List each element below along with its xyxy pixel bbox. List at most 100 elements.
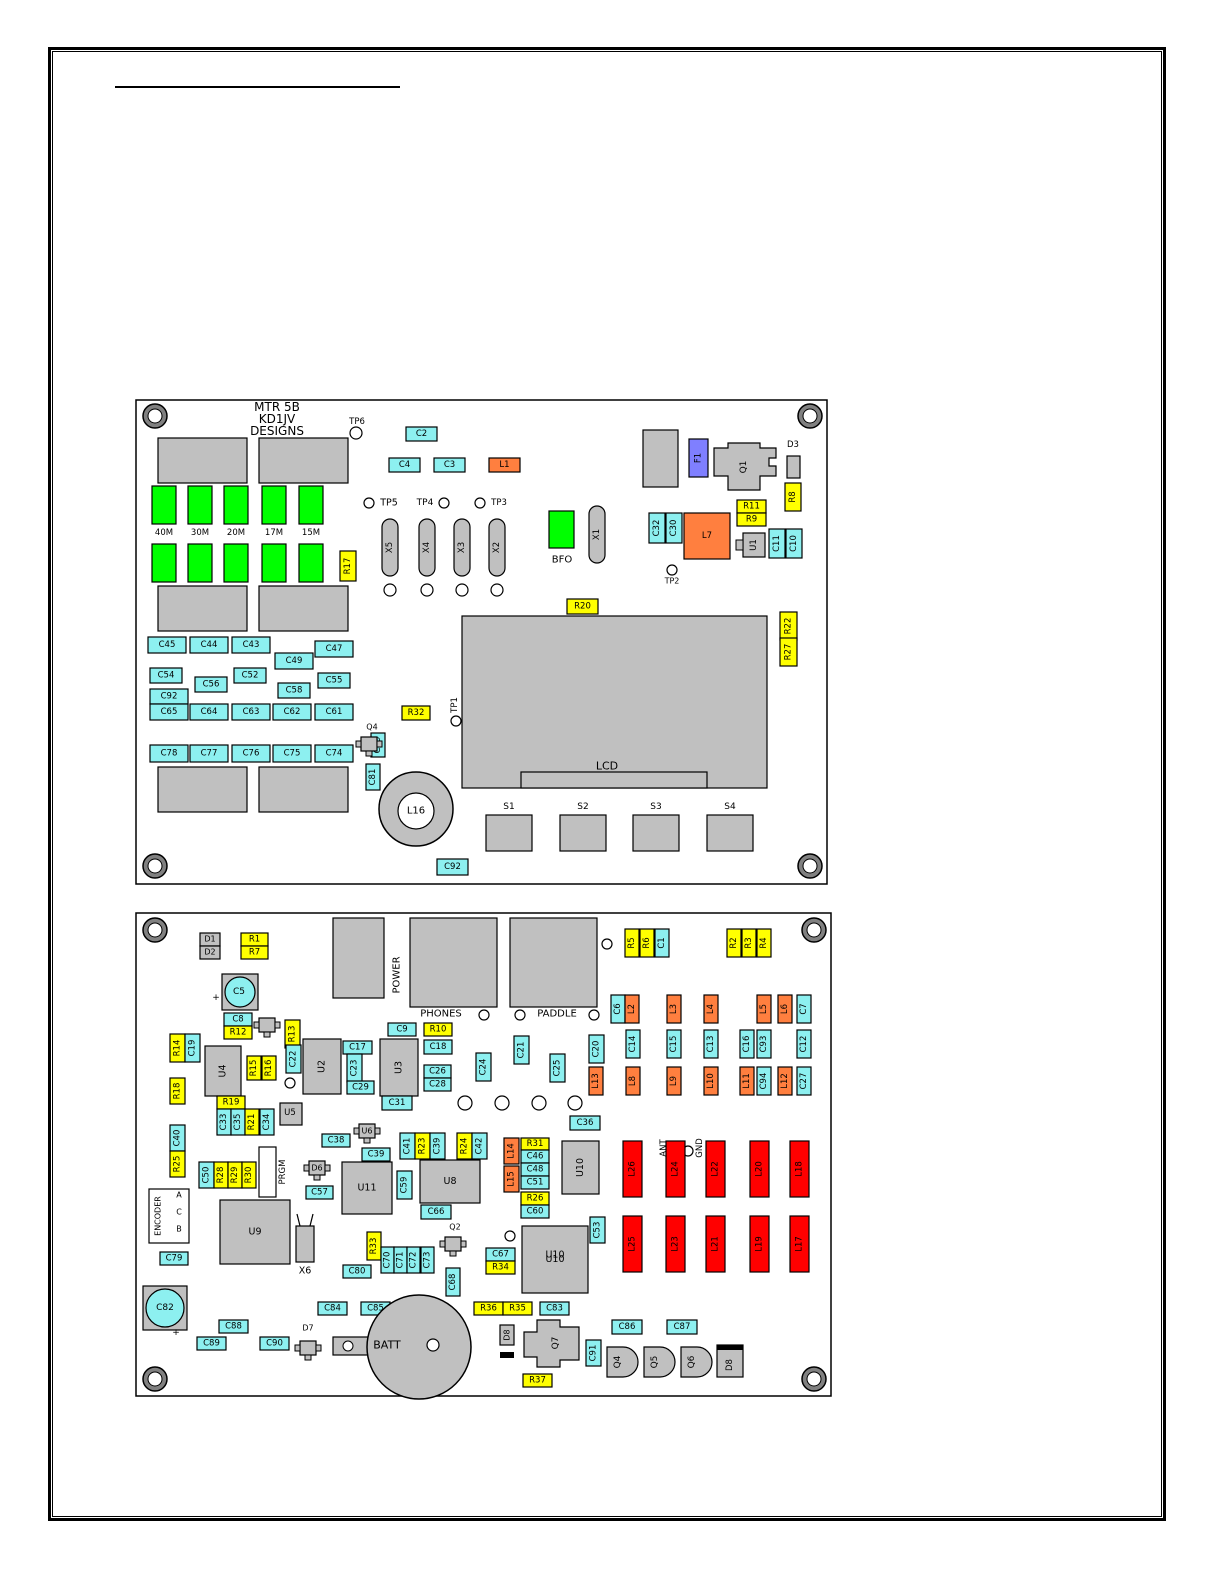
component-body bbox=[688, 438, 709, 478]
component-label: R1 bbox=[249, 935, 260, 945]
component-c30: C30 bbox=[665, 512, 683, 544]
component-c75: C75 bbox=[272, 744, 312, 763]
switch-label: S2 bbox=[577, 802, 588, 812]
component-label: L24 bbox=[671, 1161, 681, 1177]
battery-holder: BATT bbox=[332, 1294, 472, 1400]
component-body bbox=[261, 1055, 277, 1081]
component-body bbox=[147, 636, 187, 654]
lcd-module bbox=[461, 615, 768, 789]
component-c20: C20 bbox=[588, 1034, 605, 1064]
encoder-pin: A bbox=[176, 1191, 182, 1200]
pad bbox=[504, 1230, 516, 1242]
component-body bbox=[739, 1066, 755, 1096]
pad bbox=[514, 1009, 526, 1021]
component-body bbox=[314, 640, 354, 658]
component-label: L18 bbox=[795, 1161, 805, 1177]
component-c6: C6 bbox=[610, 994, 626, 1024]
component-label: L25 bbox=[628, 1236, 638, 1252]
component-body bbox=[749, 1215, 770, 1273]
bfo-label: BFO bbox=[552, 555, 573, 566]
component-r6: R6 bbox=[639, 928, 655, 958]
component-c13: C13 bbox=[703, 1029, 719, 1059]
component-r32: R32 bbox=[401, 705, 431, 721]
component-label: L7 bbox=[702, 531, 712, 541]
connector-label: PHONES bbox=[420, 1009, 462, 1020]
component-c61: C61 bbox=[314, 703, 354, 721]
component-label: C17 bbox=[349, 1043, 366, 1053]
component-c62: C62 bbox=[272, 703, 312, 721]
transistor-label: Q5 bbox=[650, 1356, 660, 1369]
ic-u2: U2 bbox=[302, 1038, 342, 1095]
component-body bbox=[756, 1066, 772, 1096]
component-body bbox=[244, 1108, 260, 1136]
component-body bbox=[241, 1161, 257, 1189]
component-label: R35 bbox=[509, 1304, 526, 1314]
component-c55: C55 bbox=[317, 672, 351, 689]
component-body bbox=[703, 1066, 719, 1096]
component-body bbox=[768, 528, 786, 559]
component-body bbox=[196, 1336, 227, 1351]
component-r33: R33 bbox=[366, 1231, 382, 1261]
component-label: C24 bbox=[479, 1059, 489, 1076]
component-label: C2 bbox=[416, 429, 427, 439]
component-body bbox=[405, 426, 438, 442]
component-r14: R14 bbox=[169, 1033, 186, 1063]
component-label: C55 bbox=[326, 676, 343, 686]
component-body bbox=[194, 676, 228, 693]
component-f1: F1 bbox=[688, 438, 709, 478]
component-c21: C21 bbox=[513, 1035, 530, 1065]
component-label: R6 bbox=[642, 937, 652, 948]
component-body bbox=[703, 994, 719, 1024]
relay-block bbox=[642, 429, 679, 488]
component-body bbox=[622, 1215, 643, 1273]
component-r20: R20 bbox=[566, 598, 599, 615]
component-body bbox=[624, 928, 640, 958]
component-r18: R18 bbox=[169, 1077, 186, 1105]
component-c92: C92 bbox=[436, 858, 469, 876]
component-label: C46 bbox=[527, 1152, 544, 1162]
component-label: C10 bbox=[789, 535, 799, 552]
component-label: R8 bbox=[788, 491, 798, 502]
test-point-label: TP5 bbox=[379, 498, 398, 509]
component-r22: R22 bbox=[779, 611, 798, 641]
switch-label: S4 bbox=[724, 802, 736, 812]
band-block-lower bbox=[261, 543, 287, 583]
toroid-block bbox=[258, 437, 349, 484]
component-c14: C14 bbox=[625, 1029, 641, 1059]
component-label: L3 bbox=[669, 1004, 679, 1014]
transistor-q2 bbox=[439, 1236, 467, 1257]
component-label: C52 bbox=[242, 671, 259, 681]
component-body bbox=[149, 667, 183, 684]
component-body bbox=[756, 928, 772, 958]
component-label: C53 bbox=[593, 1222, 603, 1239]
transistor-label: Q2 bbox=[449, 1223, 460, 1232]
component-c60: C60 bbox=[520, 1204, 550, 1219]
component-label: C88 bbox=[225, 1322, 242, 1332]
component-body bbox=[471, 1132, 488, 1160]
pad bbox=[567, 1095, 583, 1111]
component-label: C71 bbox=[396, 1252, 406, 1269]
component-label: L20 bbox=[755, 1161, 765, 1177]
component-body bbox=[433, 457, 466, 473]
component-body bbox=[756, 994, 772, 1024]
component-body bbox=[666, 994, 682, 1024]
component-c63: C63 bbox=[231, 703, 271, 721]
bfo-block bbox=[548, 510, 575, 549]
component-label: C5 bbox=[233, 987, 245, 997]
test-point-label: TP1 bbox=[450, 697, 460, 714]
component-l18: L18 bbox=[789, 1140, 810, 1198]
component-r26: R26 bbox=[520, 1191, 550, 1206]
component-c26: C26 bbox=[423, 1064, 452, 1079]
component-c89: C89 bbox=[196, 1336, 227, 1351]
component-label: C83 bbox=[546, 1304, 563, 1314]
component-body bbox=[387, 1022, 417, 1037]
component-label: C8 bbox=[232, 1015, 243, 1025]
component-body bbox=[277, 682, 311, 699]
component-body bbox=[639, 928, 655, 958]
component-label: C85 bbox=[367, 1304, 384, 1314]
component-c47: C47 bbox=[314, 640, 354, 658]
component-body bbox=[777, 994, 793, 1024]
component-body bbox=[223, 1025, 253, 1040]
component-c65: C65 bbox=[149, 703, 189, 721]
crystal-label: X1 bbox=[592, 529, 602, 540]
